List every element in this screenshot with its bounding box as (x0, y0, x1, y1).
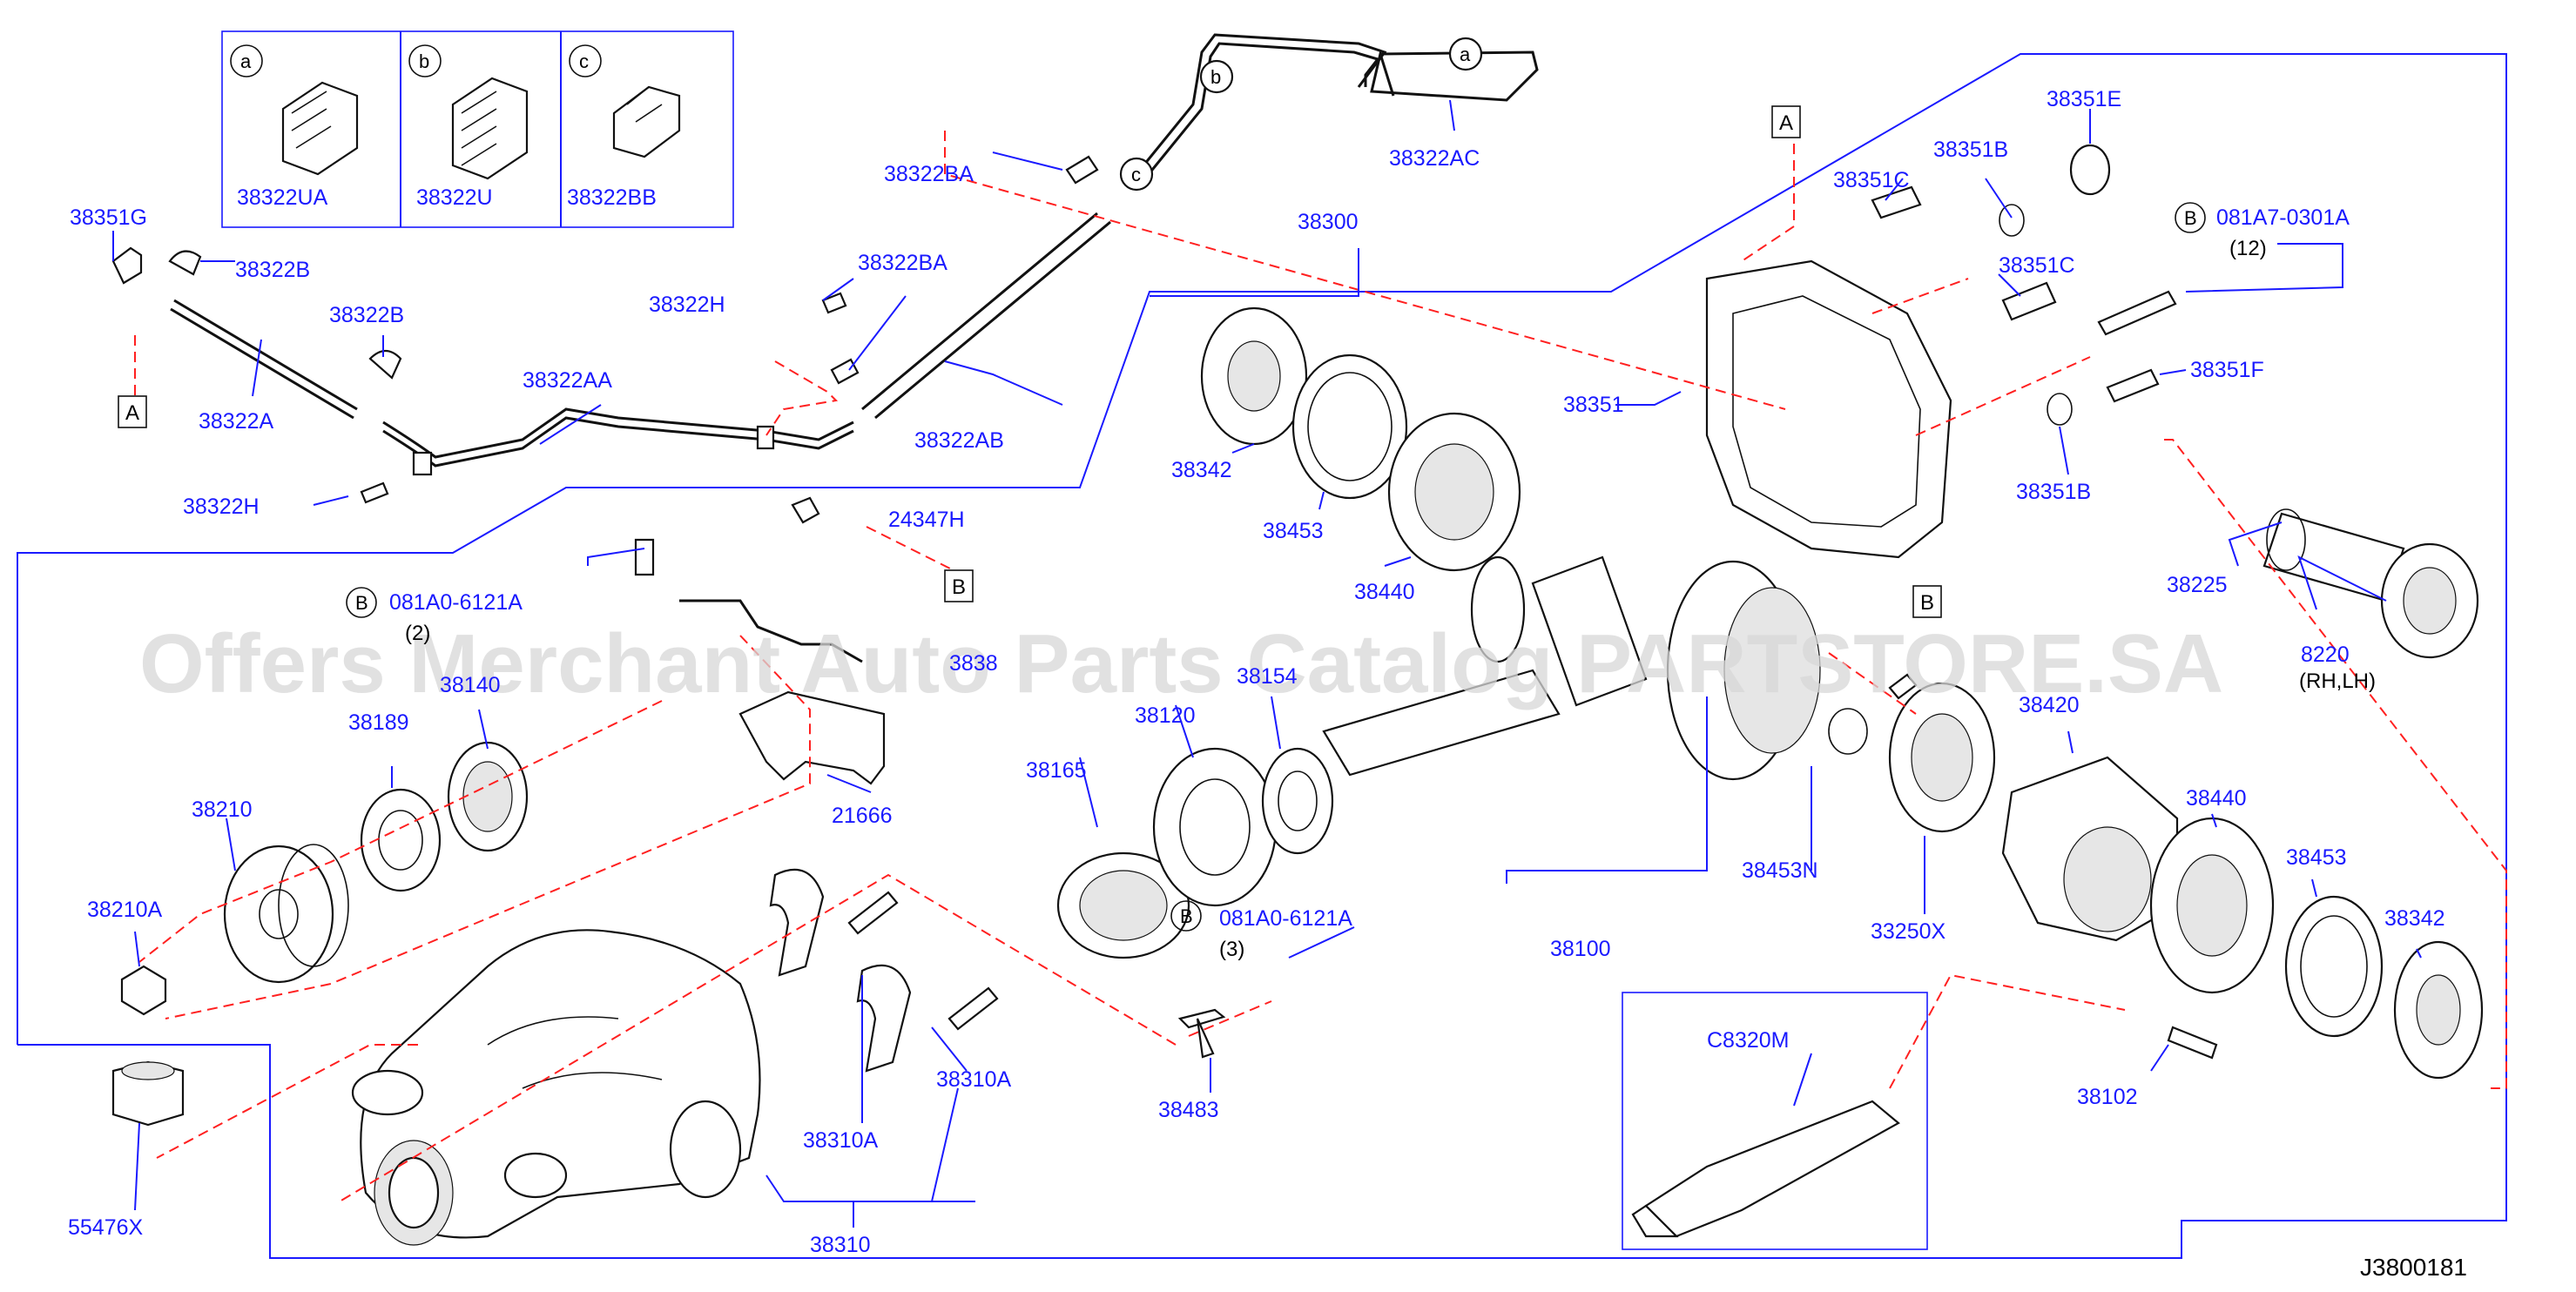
label-38322BB[interactable]: 38322BB (567, 185, 657, 210)
label-38310A-1[interactable]: 38310A (936, 1067, 1012, 1092)
label-38322B-1[interactable]: 38322B (235, 258, 310, 282)
label-38351F[interactable]: 38351F (2190, 358, 2264, 382)
label-38342-2[interactable]: 38342 (2384, 906, 2445, 931)
label-33250X[interactable]: 33250X (1871, 919, 1946, 944)
label-38322H-2[interactable]: 38322H (649, 293, 725, 317)
label-38351C-2[interactable]: 38351C (1999, 253, 2075, 278)
label-38102[interactable]: 38102 (2077, 1085, 2138, 1109)
callout-circle-a: a (1460, 44, 1471, 65)
label-38453-1[interactable]: 38453 (1263, 519, 1324, 543)
label-38225[interactable]: 38225 (2167, 573, 2228, 597)
label-38322BA-1[interactable]: 38322BA (858, 251, 947, 275)
label-38140[interactable]: 38140 (440, 673, 501, 697)
label-38310[interactable]: 38310 (810, 1233, 871, 1257)
qty-rhlh: (RH,LH) (2299, 670, 2376, 693)
label-38351C-1[interactable]: 38351C (1833, 168, 1910, 192)
legend-box (221, 30, 734, 228)
label-55476X[interactable]: 55476X (68, 1215, 144, 1240)
diagram-id: J3800181 (2360, 1254, 2467, 1281)
label-3838[interactable]: 3838 (949, 651, 998, 676)
label-38342-1[interactable]: 38342 (1171, 458, 1232, 482)
label-38440-1[interactable]: 38440 (1354, 580, 1415, 604)
bolt-ref-B3: B (2184, 207, 2197, 229)
label-38420[interactable]: 38420 (2019, 693, 2080, 717)
side-bearing-group-top (1200, 306, 1521, 572)
legend-letter-a: a (240, 50, 252, 72)
pinion-bearing-group-left (111, 741, 529, 1127)
label-081A7[interactable]: 081A7-0301A (2216, 205, 2350, 230)
label-21666[interactable]: 21666 (832, 804, 893, 828)
label-C8320M[interactable]: C8320M (1707, 1028, 1790, 1053)
label-38120[interactable]: 38120 (1135, 703, 1196, 728)
label-38453-2[interactable]: 38453 (2286, 845, 2347, 870)
label-38322H-1[interactable]: 38322H (183, 495, 260, 519)
qty-mid: (3) (1219, 938, 1244, 961)
label-38189[interactable]: 38189 (348, 710, 409, 735)
label-24347H[interactable]: 24347H (888, 508, 965, 532)
label-38483[interactable]: 38483 (1158, 1098, 1219, 1122)
legend-letter-c: c (579, 50, 589, 72)
label-38154[interactable]: 38154 (1237, 664, 1298, 689)
axle-shaft-38220 (2262, 508, 2479, 659)
ref-box-B-right: B (1920, 591, 1934, 615)
bolt-ref-B2: B (1180, 905, 1193, 927)
qty-right: (12) (2229, 237, 2267, 260)
label-38310A-2[interactable]: 38310A (803, 1128, 879, 1153)
differential-case-group (1828, 673, 2484, 1080)
sealant-box-C8320M (1622, 992, 1928, 1250)
label-38210[interactable]: 38210 (192, 797, 253, 822)
ref-box-B-mid: B (952, 575, 966, 599)
differential-carrier-housing (351, 929, 761, 1246)
red-reference-leaders (134, 131, 2507, 1202)
ref-box-A-left: A (125, 401, 139, 425)
label-8220[interactable]: 8220 (2301, 643, 2350, 667)
legend-letter-b: b (419, 50, 429, 72)
label-38351B-1[interactable]: 38351B (1933, 138, 2008, 162)
clip-38322BB-icon (569, 44, 681, 158)
label-38453N[interactable]: 38453N (1742, 858, 1818, 883)
callout-circle-c: c (1131, 164, 1141, 185)
breather-hose-assembly (111, 33, 1539, 504)
pinion-gear-group (1056, 555, 1821, 1059)
label-38351E[interactable]: 38351E (2047, 87, 2121, 111)
blue-callout-leaders (112, 99, 2422, 1228)
label-38322AC[interactable]: 38322AC (1389, 146, 1480, 171)
label-38322BA-2[interactable]: 38322BA (884, 162, 974, 186)
label-081A0-top[interactable]: 081A0-6121A (389, 590, 523, 615)
clip-38322UA-icon (230, 44, 359, 176)
label-38322B-2[interactable]: 38322B (329, 303, 404, 327)
ref-box-A-top: A (1779, 111, 1793, 135)
label-38165[interactable]: 38165 (1026, 758, 1087, 783)
label-38322AA[interactable]: 38322AA (523, 368, 612, 393)
label-081A0-mid[interactable]: 081A0-6121A (1219, 906, 1352, 931)
harness-bracket-assembly (634, 496, 886, 785)
label-38440-2[interactable]: 38440 (2186, 786, 2247, 811)
label-38351B-2[interactable]: 38351B (2016, 480, 2091, 504)
label-38322U[interactable]: 38322U (416, 185, 493, 210)
watermark: Offers Merchant Auto Parts Catalog PARTS… (139, 617, 2223, 710)
assembly-boundary (17, 53, 2507, 1259)
clip-38322U-icon (408, 44, 529, 180)
label-38100[interactable]: 38100 (1550, 937, 1611, 961)
label-38322UA[interactable]: 38322UA (237, 185, 328, 210)
callout-circle-b: b (1210, 66, 1221, 88)
label-38300[interactable]: 38300 (1298, 210, 1359, 234)
label-38322A[interactable]: 38322A (199, 409, 274, 434)
qty-top: (2) (405, 622, 430, 645)
bolt-ref-B1: B (355, 592, 368, 614)
diff-mount-brackets (769, 868, 999, 1073)
label-38351[interactable]: 38351 (1563, 393, 1624, 417)
rear-cover-38351 (1705, 144, 2177, 559)
label-38210A[interactable]: 38210A (87, 898, 163, 922)
label-38322AB[interactable]: 38322AB (914, 428, 1004, 453)
label-38351G[interactable]: 38351G (70, 205, 147, 230)
